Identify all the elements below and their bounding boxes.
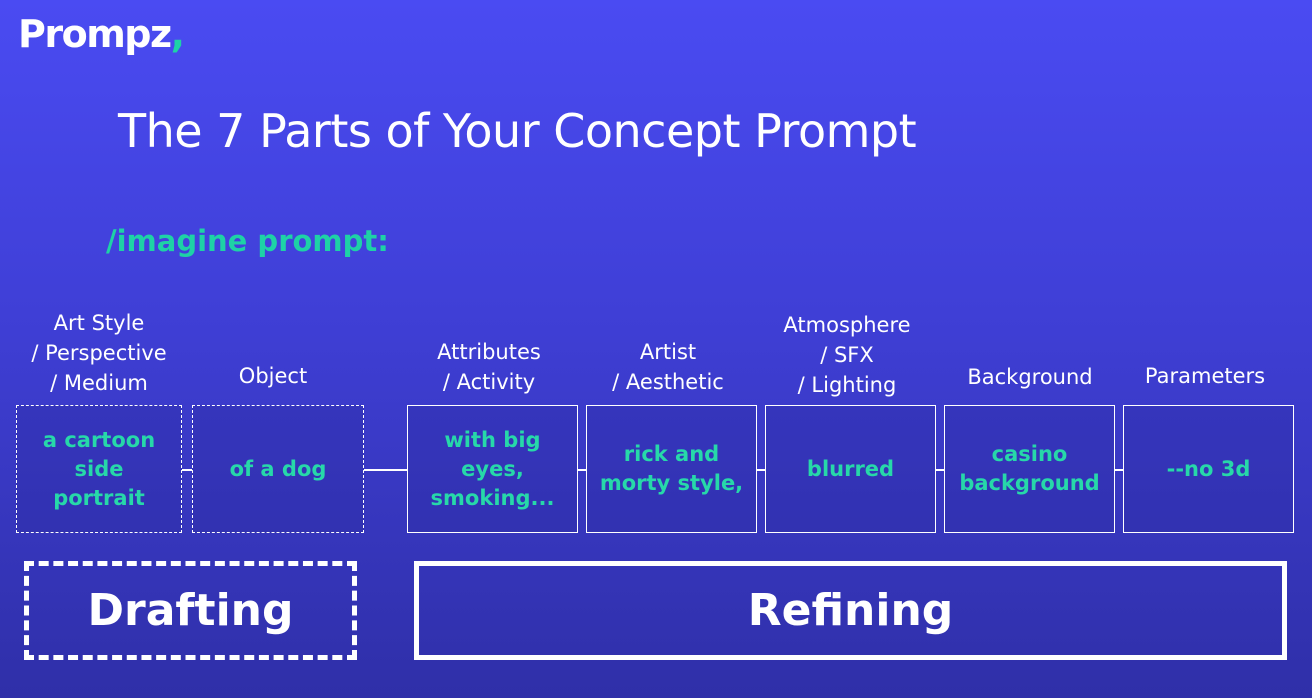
- part-value-parameters: --no 3d: [1166, 456, 1251, 481]
- label-object: Object: [238, 364, 308, 388]
- label-artist: Artist / Aesthetic: [612, 340, 724, 394]
- part-box-parameters: --no 3d: [1123, 405, 1294, 533]
- imagine-prompt-label: /imagine prompt:: [106, 224, 389, 258]
- part-box-background: casino background: [944, 405, 1115, 533]
- connector-4: [757, 469, 765, 471]
- label-art-style: Art Style / Perspective / Medium: [31, 311, 167, 395]
- connector-5: [936, 469, 944, 471]
- label-attributes: Attributes / Activity: [437, 340, 541, 394]
- part-value-artist: rick and morty style,: [599, 442, 744, 495]
- connector-2: [364, 469, 407, 471]
- label-atmosphere: Atmosphere / SFX / Lighting: [783, 313, 911, 397]
- prompz-logo: Prompz,: [18, 12, 185, 56]
- connector-3: [578, 469, 586, 471]
- part-value-art-style: a cartoon side portrait: [42, 427, 156, 510]
- refining-phase: Refining: [414, 561, 1287, 660]
- connector-1: [182, 469, 192, 471]
- drafting-phase: Drafting: [24, 561, 357, 660]
- part-box-attributes: with big eyes, smoking...: [407, 405, 578, 533]
- part-box-object: of a dog: [192, 405, 364, 533]
- label-background: Background: [967, 365, 1093, 389]
- part-value-object: of a dog: [229, 456, 327, 481]
- part-value-background: casino background: [959, 442, 1100, 495]
- label-parameters: Parameters: [1144, 364, 1266, 388]
- part-box-art-style: a cartoon side portrait: [16, 405, 182, 533]
- connector-6: [1115, 469, 1123, 471]
- part-value-attributes: with big eyes, smoking...: [430, 427, 555, 510]
- slide-title: The 7 Parts of Your Concept Prompt: [118, 104, 917, 158]
- part-value-atmosphere: blurred: [806, 456, 895, 481]
- part-box-atmosphere: blurred: [765, 405, 936, 533]
- part-box-artist: rick and morty style,: [586, 405, 757, 533]
